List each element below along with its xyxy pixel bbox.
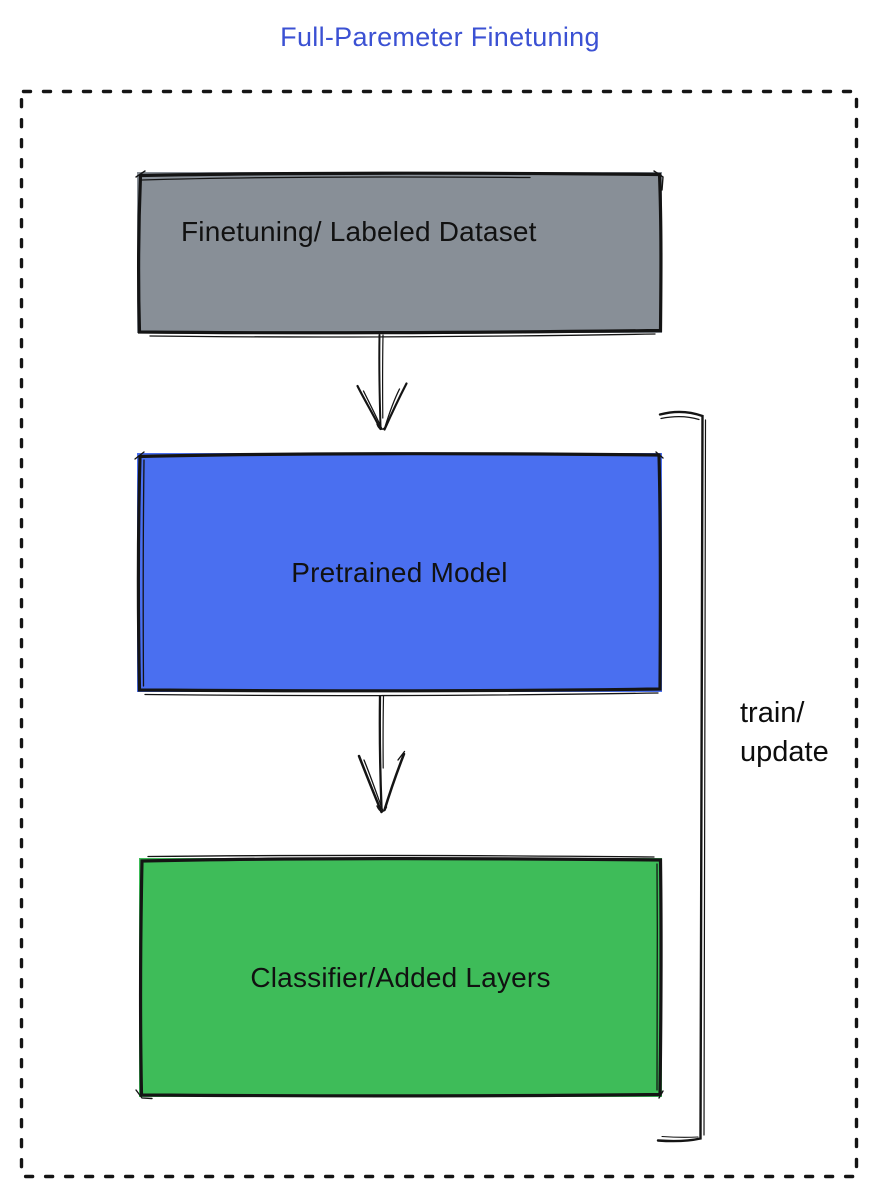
- node-pretrained-model-label: Pretrained Model: [291, 556, 508, 588]
- node-classifier-added-layers-label: Classifier/Added Layers: [250, 961, 551, 993]
- node-finetuning-dataset: Finetuning/ Labeled Dataset: [137, 172, 662, 333]
- diagram-title: Full-Paremeter Finetuning: [280, 22, 600, 52]
- node-classifier-added-layers: Classifier/Added Layers: [139, 858, 662, 1097]
- train-update-annotation: train/ update: [740, 697, 829, 768]
- arrow-pretrained-to-classifier: [357, 694, 406, 814]
- arrow-dataset-to-pretrained: [356, 334, 408, 431]
- node-finetuning-dataset-label: Finetuning/ Labeled Dataset: [181, 216, 537, 247]
- node-pretrained-model: Pretrained Model: [137, 453, 662, 692]
- train-update-bracket: [656, 410, 707, 1143]
